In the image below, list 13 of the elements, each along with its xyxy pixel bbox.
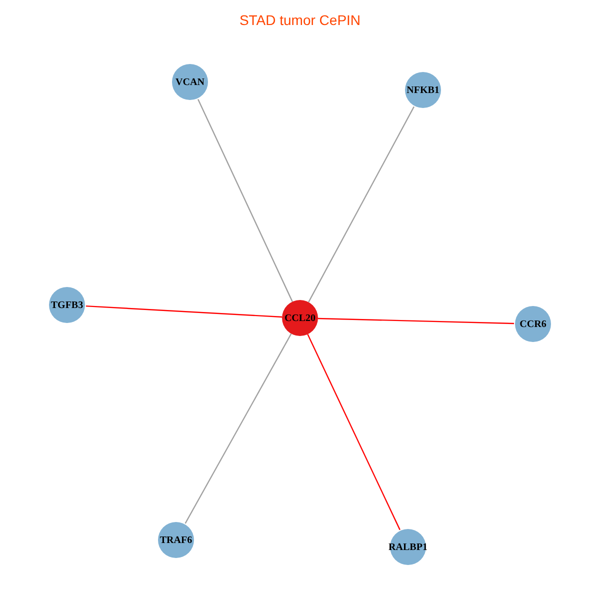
gene-label: VCAN bbox=[176, 76, 204, 88]
chart-title: STAD tumor CePIN bbox=[238, 12, 362, 28]
gene-label: NFKB1 bbox=[406, 84, 440, 96]
edge-line bbox=[184, 333, 292, 524]
edge-line bbox=[197, 98, 293, 302]
gene-label: CCR6 bbox=[520, 318, 546, 330]
edge-line bbox=[318, 318, 514, 324]
edge-line bbox=[307, 334, 400, 530]
gene-label: CCL20 bbox=[284, 312, 316, 324]
gene-label: TGFB3 bbox=[50, 300, 84, 310]
edge-line bbox=[86, 305, 282, 318]
gene-label: TRAF6 bbox=[160, 534, 192, 546]
edge-line bbox=[308, 106, 414, 302]
